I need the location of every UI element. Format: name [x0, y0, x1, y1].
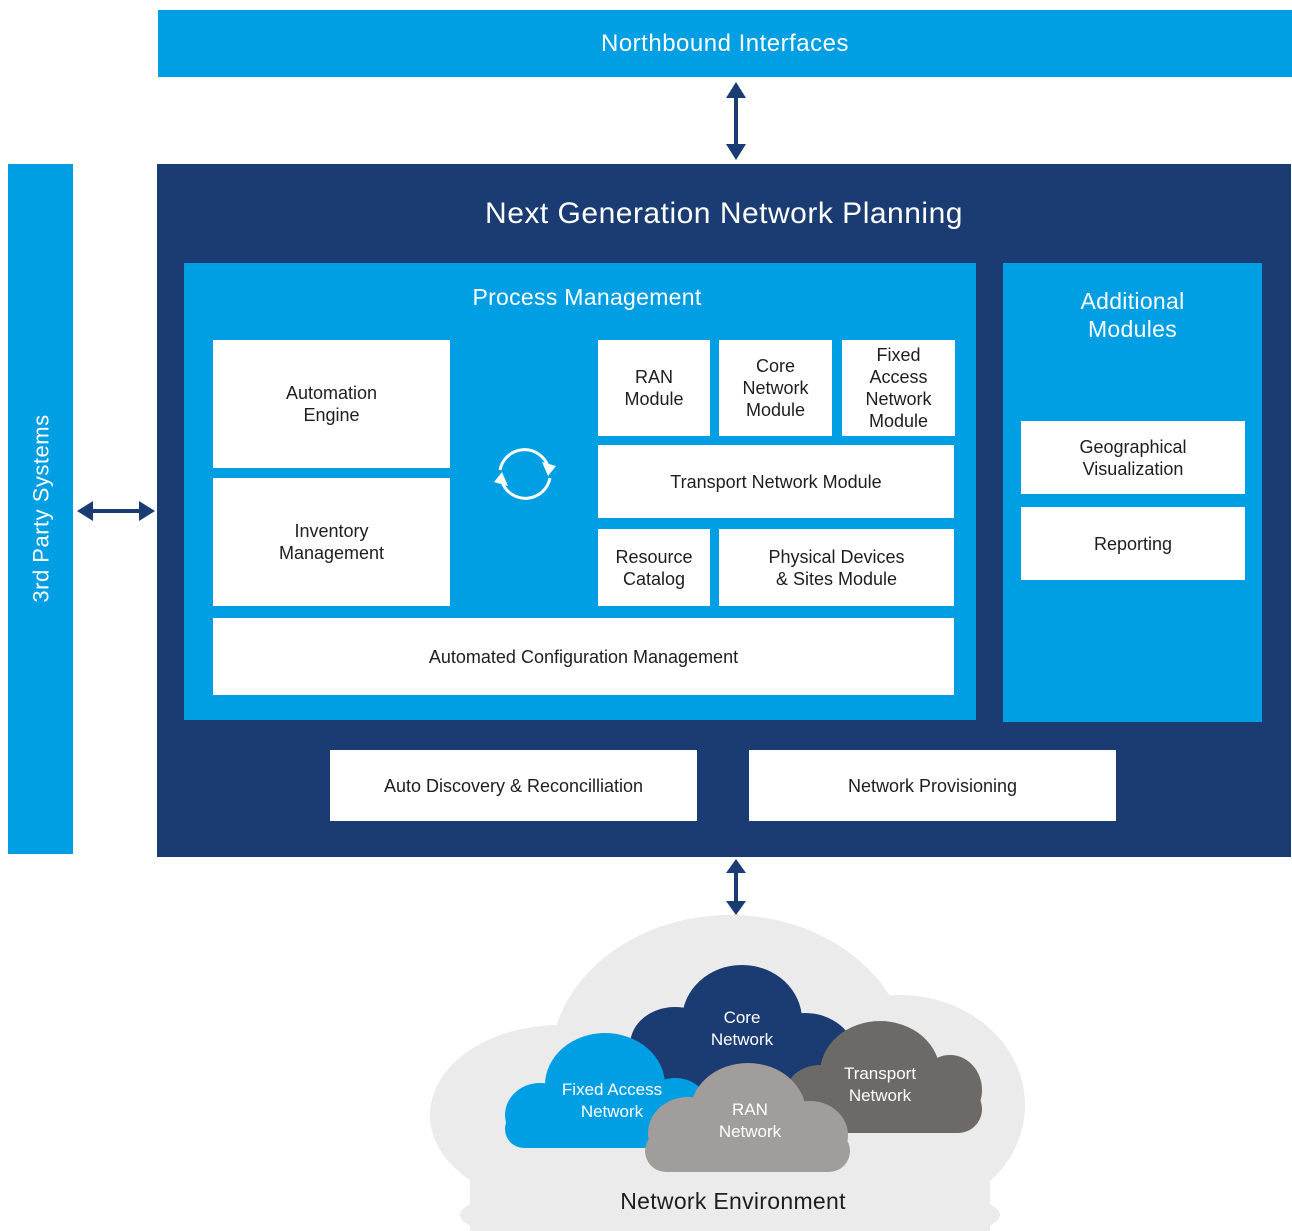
automation-engine-label: Automation Engine [285, 383, 378, 425]
physical-devices-box: Physical Devices & Sites Module [719, 529, 954, 606]
ran-network-label: RAN Network [718, 1100, 782, 1141]
core-network-module-label: Core Network Module [742, 356, 809, 420]
double-arrow-icon [726, 82, 746, 160]
transport-network-module-box: Transport Network Module [598, 445, 954, 518]
ran-module-label: RAN Module [624, 367, 684, 409]
geo-visualization-box: Geographical Visualization [1021, 421, 1245, 494]
reporting-label: Reporting [1093, 533, 1173, 554]
fixed-access-network-label: Fixed Access Network [561, 1080, 663, 1121]
geo-visualization-label: Geographical Visualization [1079, 436, 1187, 479]
core-network-text-box: Core Network [682, 1006, 802, 1052]
transport-network-cloud [785, 1021, 982, 1133]
network-provisioning-label: Network Provisioning [847, 775, 1018, 796]
network-environment-title: Network Environment [620, 1187, 846, 1214]
third-party-systems-bar: 3rd Party Systems [8, 164, 73, 854]
third-party-label: 3rd Party Systems [28, 414, 53, 603]
automated-config-label: Automated Configuration Management [428, 646, 739, 667]
transport-network-text-box: Transport Network [820, 1062, 940, 1108]
network-environment-diagram [430, 915, 1025, 1231]
northbound-label: Northbound Interfaces [601, 29, 849, 57]
northbound-interfaces-bar: Northbound Interfaces [158, 10, 1292, 77]
auto-discovery-label: Auto Discovery & Reconcilliation [383, 775, 644, 796]
core-network-module-box: Core Network Module [719, 340, 832, 436]
inventory-management-label: Inventory Management [278, 521, 385, 563]
physical-devices-label: Physical Devices & Sites Module [768, 546, 905, 589]
resource-catalog-label: Resource Catalog [615, 546, 693, 589]
ngnp-title: Next Generation Network Planning [485, 197, 963, 230]
transport-network-module-label: Transport Network Module [670, 471, 882, 492]
fixed-access-network-text-box: Fixed Access Network [545, 1078, 679, 1124]
additional-modules-title: Additional Modules [1080, 288, 1185, 342]
auto-discovery-box: Auto Discovery & Reconcilliation [330, 750, 697, 821]
automated-config-box: Automated Configuration Management [213, 618, 954, 695]
network-environment-title-box: Network Environment [560, 1183, 906, 1219]
ran-network-text-box: RAN Network [690, 1098, 810, 1144]
fixed-access-module-box: Fixed Access Network Module [842, 340, 955, 436]
resource-catalog-box: Resource Catalog [598, 529, 710, 606]
process-management-title: Process Management [472, 283, 702, 310]
double-arrow-icon [726, 859, 746, 915]
fixed-access-module-label: Fixed Access Network Module [865, 345, 932, 431]
network-provisioning-box: Network Provisioning [749, 750, 1116, 821]
transport-network-label: Transport Network [843, 1064, 917, 1105]
ran-module-box: RAN Module [598, 340, 710, 436]
reporting-box: Reporting [1021, 507, 1245, 580]
core-network-label: Core Network [710, 1008, 774, 1049]
automation-engine-box: Automation Engine [213, 340, 450, 468]
inventory-management-box: Inventory Management [213, 478, 450, 606]
double-arrow-icon [77, 501, 155, 521]
cycle-icon [494, 448, 556, 500]
ran-network-cloud [645, 1063, 850, 1172]
